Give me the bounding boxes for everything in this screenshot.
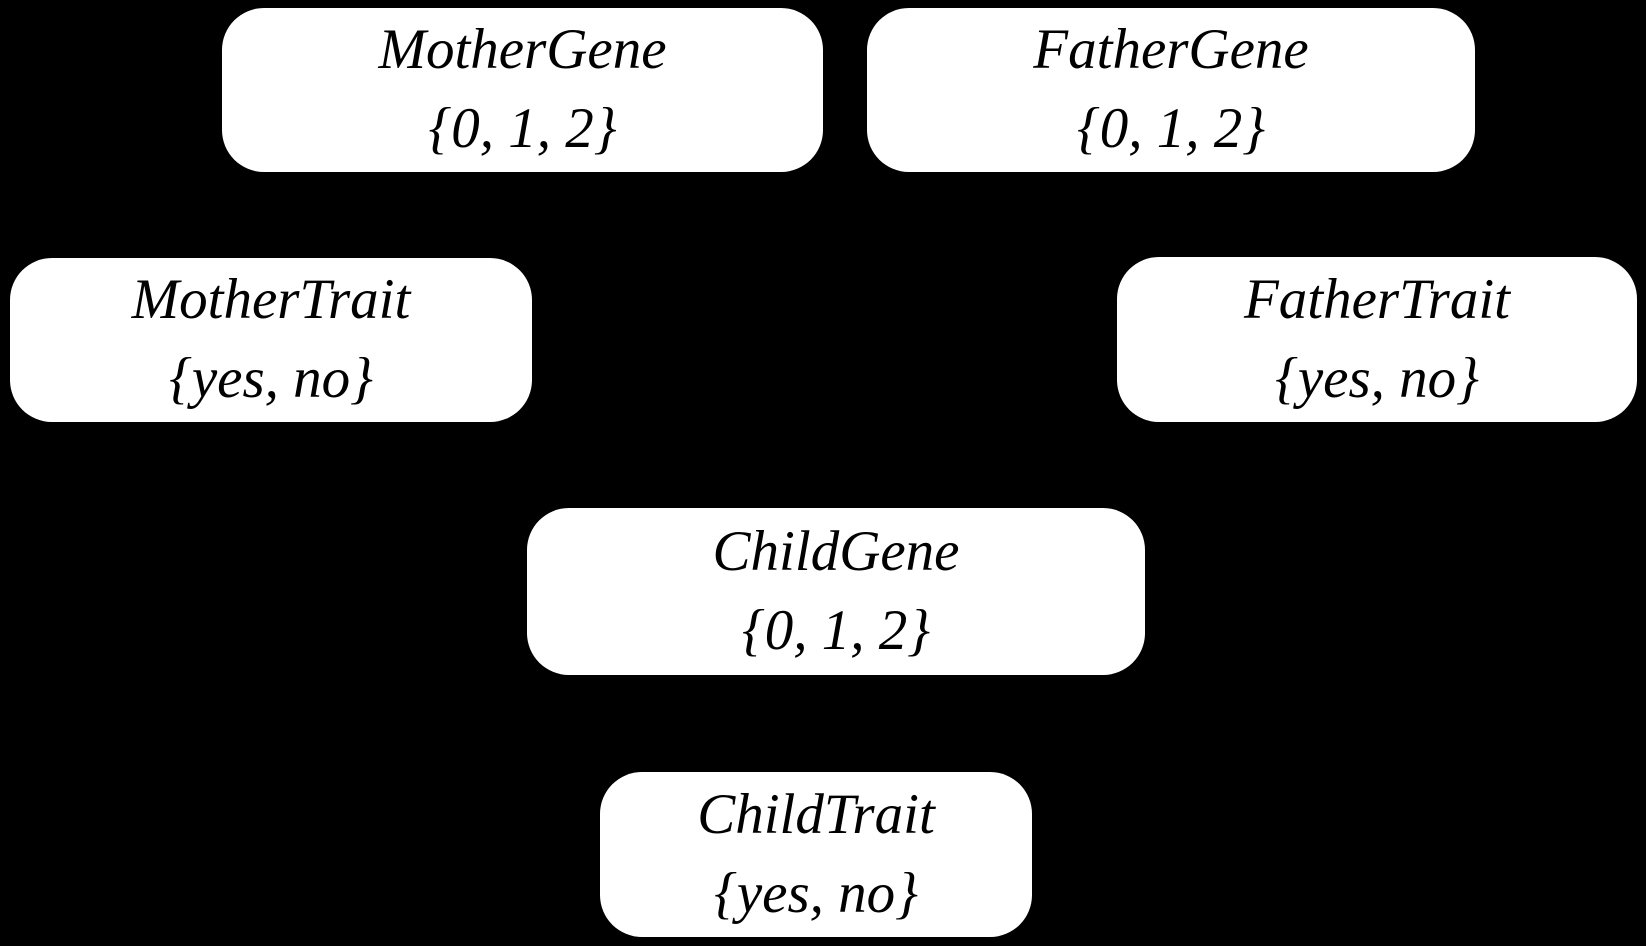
node-father-trait-label: FatherTrait	[1243, 267, 1511, 331]
node-mother-trait-domain: {yes, no}	[169, 347, 373, 410]
node-child-trait-label: ChildTrait	[697, 782, 935, 846]
node-father-trait: FatherTrait {yes, no}	[1117, 257, 1637, 422]
node-mother-gene-label: MotherGene	[378, 18, 667, 82]
node-father-gene-label: FatherGene	[1033, 18, 1309, 82]
node-mother-gene-domain: {0, 1, 2}	[428, 97, 617, 160]
node-mother-trait-label: MotherTrait	[131, 268, 411, 332]
node-mother-trait: MotherTrait {yes, no}	[10, 258, 532, 422]
node-father-gene-domain: {0, 1, 2}	[1076, 97, 1266, 160]
node-father-gene: FatherGene {0, 1, 2}	[867, 8, 1475, 172]
node-mother-gene: MotherGene {0, 1, 2}	[222, 8, 823, 172]
node-child-trait: ChildTrait {yes, no}	[600, 772, 1032, 937]
node-child-gene-domain: {0, 1, 2}	[741, 598, 931, 662]
node-child-trait-domain: {yes, no}	[714, 861, 918, 925]
node-child-gene: ChildGene {0, 1, 2}	[527, 508, 1145, 675]
node-father-trait-domain: {yes, no}	[1275, 346, 1479, 410]
node-child-gene-label: ChildGene	[712, 519, 960, 583]
